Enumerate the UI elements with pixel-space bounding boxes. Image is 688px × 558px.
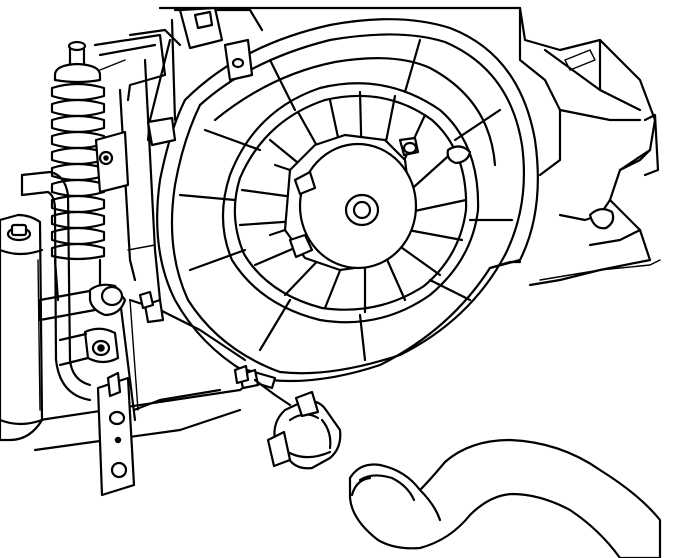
retaining-clips [138, 290, 250, 385]
fan-motor-hub [268, 133, 472, 272]
refrigerant-lines [20, 170, 127, 402]
hose-clamp [266, 390, 342, 470]
shroud-mounting-ears [146, 6, 254, 147]
condenser-coil [50, 40, 106, 302]
receiver-drier [0, 213, 44, 442]
lower-bracket [96, 371, 222, 497]
fan-blades [178, 38, 514, 362]
radiator-hose [348, 438, 662, 558]
mounting-bracket [94, 130, 130, 194]
